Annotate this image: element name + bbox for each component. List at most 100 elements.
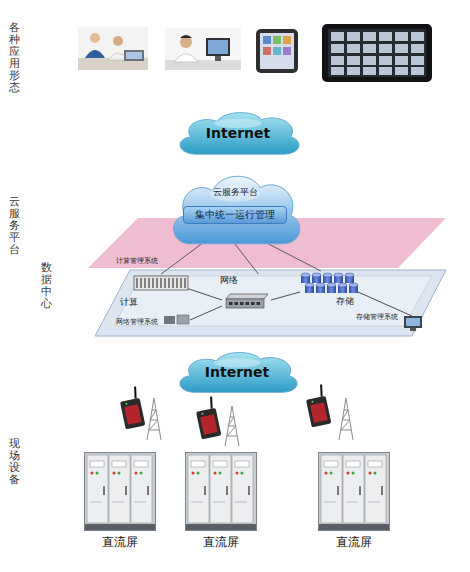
network-switch-shape-part <box>240 302 244 305</box>
phone-photo-part <box>263 36 271 44</box>
dc-cabinet-shape-part-part <box>236 472 239 475</box>
office-photo-part <box>113 36 123 46</box>
phone-photo-part <box>273 47 281 55</box>
platform-link <box>235 244 258 274</box>
dc-cabinet-shape-part-part <box>135 472 138 475</box>
worker-photo-part <box>180 36 192 48</box>
storage-array-shape-part <box>323 273 332 283</box>
storage-array-shape-part-part <box>301 273 310 277</box>
tablet-photo-part-part <box>379 44 392 53</box>
storage-array-shape-part <box>327 283 336 293</box>
tablet-photo-part-part <box>331 56 344 65</box>
dc-cabinet-shape-part-part <box>197 472 200 475</box>
tier-label-holder: 数据中心 <box>41 262 52 310</box>
dc-cabinet-shape-part-part <box>381 486 383 495</box>
worker-photo-part <box>208 40 228 54</box>
tablet-photo-part <box>328 29 426 77</box>
dc-cabinet-shape-part-part <box>125 486 127 495</box>
tablet-photo-part-part <box>411 56 424 65</box>
dc-cabinet-shape-part-part <box>103 486 105 495</box>
tablet-photo-part <box>322 24 432 82</box>
storage-manager-icon <box>404 316 422 331</box>
radio-tower-part <box>147 398 161 440</box>
datacenter-wires-part <box>190 306 222 320</box>
dc-cabinet-shape-part-part <box>134 461 148 467</box>
dc-cabinet-shape-part-part <box>369 472 372 475</box>
compute-rack-shape-part <box>156 278 157 288</box>
dc-cabinet-shape-part-part <box>191 502 203 503</box>
network-switch-shape-part <box>251 302 255 305</box>
dc-cabinet-shape-part-part <box>134 502 146 503</box>
dc-cabinet-shape-part-part <box>321 455 342 523</box>
dc-cabinet-shape-part-part <box>214 472 217 475</box>
datacenter-wires-part <box>186 288 222 300</box>
dc-cabinet-shape-part-part <box>365 455 386 523</box>
system-label-holder: 计算管理系统 <box>116 257 158 265</box>
storage-manager-icon-part <box>406 318 420 326</box>
phone-photo-part <box>283 47 291 55</box>
dc-cabinet-shape-part-part <box>219 472 222 475</box>
storage-manager-icon-part <box>404 316 422 328</box>
dc-cabinet-shape-part-part <box>347 472 350 475</box>
dc-cabinet-shape-part-part <box>330 472 333 475</box>
tablet-photo-part-part <box>411 67 424 75</box>
node-text: 直流屏 <box>336 536 372 550</box>
dc-cabinet-shape-part <box>319 524 389 530</box>
dc-cabinet-shape-part-part <box>112 461 126 467</box>
dc-cabinet-shape-part-part <box>90 461 104 467</box>
system-label: 计算管理系统 <box>116 257 158 265</box>
storage-array-shape-part-part <box>316 283 325 287</box>
tablet-photo-part-part <box>331 67 344 75</box>
tablet-photo-part-part <box>395 32 408 41</box>
network-switch-shape-part <box>235 302 239 305</box>
dc-cabinet-shape-part-part <box>368 461 382 467</box>
dc-cabinet-shape <box>84 452 156 532</box>
gprs-modem-part <box>196 408 221 440</box>
storage-array-shape-part <box>301 273 310 283</box>
storage-array-shape-part-part <box>334 273 343 277</box>
dc-cabinet: 直流屏 <box>84 452 156 552</box>
network-switch-shape-part <box>229 302 233 305</box>
system-label: 网络管理系统 <box>116 318 158 326</box>
internet-cloud: Internet <box>172 350 302 396</box>
worker-photo-part <box>165 28 241 70</box>
cloud-platform-shape-part <box>174 176 300 243</box>
dc-cabinet-shape-part-part <box>324 461 338 467</box>
worker-photo <box>165 28 241 70</box>
platform-link <box>269 244 321 271</box>
dc-cabinet-shape-part-part <box>90 502 102 503</box>
dc-cabinet-shape-part-part <box>352 472 355 475</box>
gprs-modem-part <box>306 396 331 428</box>
compute-rack-shape-part <box>134 276 188 290</box>
dc-cabinet-shape-part-part <box>343 455 364 523</box>
dc-cabinet-shape-part <box>186 524 256 530</box>
dc-cabinet-shape-part-part <box>87 455 108 523</box>
node-text: 直流屏 <box>102 536 138 550</box>
dc-cabinet-shape-part <box>188 455 209 523</box>
tier-label-holder: 云服务平台 <box>9 196 20 256</box>
storage-array-shape-part <box>305 283 314 293</box>
gprs-modem-part <box>201 413 203 415</box>
datacenter-inner <box>114 276 432 326</box>
node-text: Internet <box>205 364 269 380</box>
dc-cabinet-shape-part-part <box>113 472 116 475</box>
dc-cabinet: 直流屏 <box>318 452 390 552</box>
gprs-modem <box>304 384 332 427</box>
storage-array-shape-part-part <box>312 273 321 277</box>
tablet-photo-part-part <box>363 67 376 75</box>
management-bar: 集中统一运行管理 <box>183 206 287 224</box>
tablet-photo-part-part <box>331 44 344 53</box>
dc-cabinet-shape-part-part <box>91 472 94 475</box>
tier-label: 各种应用形态 <box>9 22 20 95</box>
dc-cabinet-shape-part-part <box>325 472 328 475</box>
tier-label: 云服务平台 <box>9 196 20 256</box>
dc-cabinet-shape-part-part <box>374 472 377 475</box>
dc-cabinet-shape-part-part <box>235 502 247 503</box>
tablet-photo-part-part <box>347 67 360 75</box>
dc-cabinet-shape-part-part <box>346 502 358 503</box>
network-switch: 网络 <box>218 274 274 314</box>
worker-photo-part <box>215 56 221 61</box>
network-switch-shape-part <box>257 302 261 305</box>
storage-array-shape-part-part <box>323 273 332 277</box>
